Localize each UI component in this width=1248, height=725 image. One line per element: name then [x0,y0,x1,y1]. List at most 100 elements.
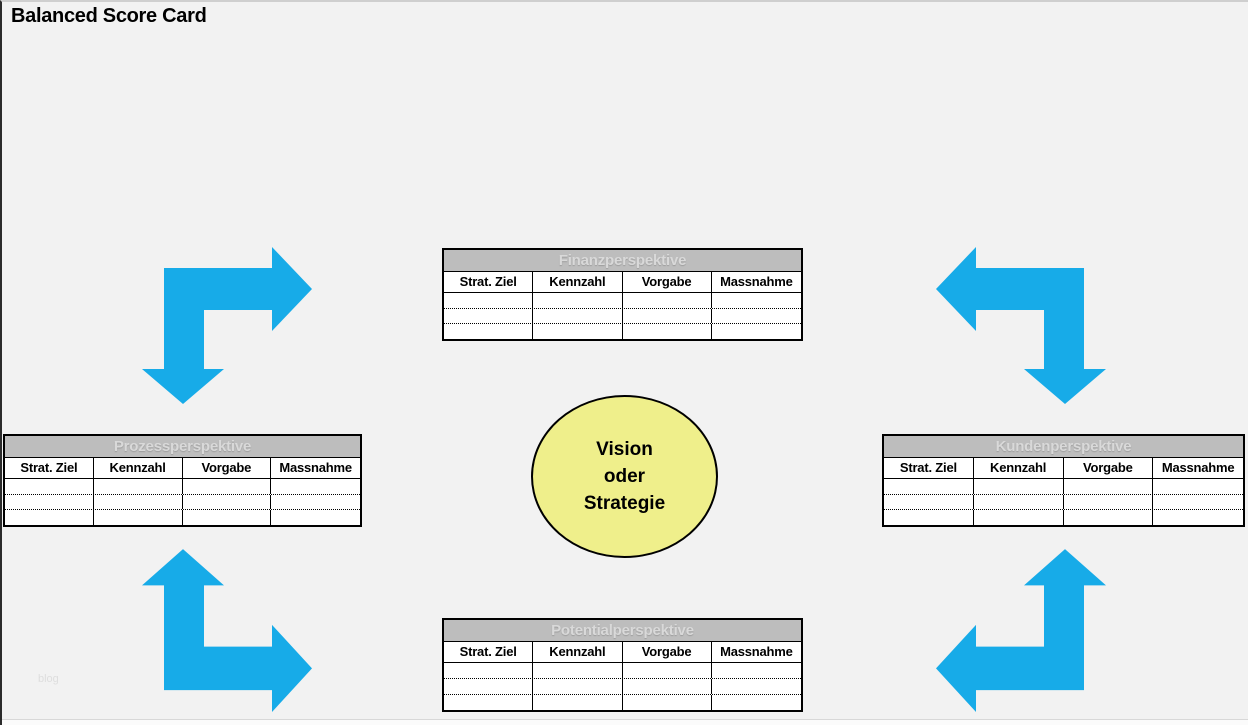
table-title: Kundenperspektive [884,436,1243,458]
column-header-vorgabe: Vorgabe [623,642,712,662]
table-cell [1153,495,1243,510]
column-header-vorgabe: Vorgabe [1064,458,1154,478]
table-title: Potentialperspektive [444,620,801,642]
table-cell [5,479,94,494]
circle-text-line: oder [603,466,646,487]
column-header-strat-ziel: Strat. Ziel [884,458,974,478]
table-finanzperspektive: Finanzperspektive Strat. Ziel Kennzahl V… [442,248,803,341]
column-header-strat-ziel: Strat. Ziel [5,458,94,478]
table-row [884,479,1243,495]
table-cell [533,695,623,710]
table-cell [271,510,360,525]
column-header-strat-ziel: Strat. Ziel [444,642,534,662]
column-header-vorgabe: Vorgabe [623,272,712,292]
bent-arrow-shape [142,549,312,712]
table-cell [712,293,801,308]
table-cell [712,695,801,710]
table-title: Prozessperspektive [5,436,360,458]
column-header-massnahme: Massnahme [720,644,793,659]
table-cell [533,293,623,308]
table-cell [533,308,623,324]
table-cell [444,293,534,308]
table-cell [183,494,272,510]
table-cell [444,679,534,694]
table-cell [271,479,360,494]
bent-arrow-bottom-right-icon [936,549,1106,712]
blog-watermark: blog [38,673,59,685]
page-title: Balanced Score Card [11,5,207,27]
bottom-edge-strip [2,719,1248,725]
table-cell [444,663,534,678]
table-cell [94,510,183,526]
table-header-row: Strat. Ziel Kennzahl Vorgabe Massnahme [884,458,1243,479]
column-header-massnahme: Massnahme [720,274,793,289]
vision-strategy-circle: Vision oder Strategie [531,395,718,558]
table-cell [1064,510,1154,526]
table-header-row: Strat. Ziel Kennzahl Vorgabe Massnahme [5,458,360,479]
table-cell [1153,510,1243,525]
table-cell [183,479,272,494]
table-row [444,679,801,695]
column-header-kennzahl: Kennzahl [974,458,1064,478]
bent-arrow-shape [936,247,1106,404]
table-cell [623,308,712,324]
column-header-massnahme: Massnahme [1161,460,1235,475]
column-header-massnahme: Massnahme [279,460,352,475]
table-cell [884,510,974,526]
table-cell [884,479,974,494]
table-cell [974,479,1064,494]
column-header-kennzahl: Kennzahl [533,272,623,292]
table-cell [533,663,623,678]
table-potentialperspektive: Potentialperspektive Strat. Ziel Kennzah… [442,618,803,712]
table-row [444,308,801,325]
table-row [444,663,801,679]
table-row [5,494,360,511]
table-cell [444,308,534,324]
column-header-vorgabe: Vorgabe [183,458,272,478]
table-header-row: Strat. Ziel Kennzahl Vorgabe Massnahme [444,642,801,663]
table-cell [5,510,94,526]
table-header-row: Strat. Ziel Kennzahl Vorgabe Massnahme [444,272,801,293]
circle-text-line: Vision [596,439,653,460]
table-cell [94,479,183,494]
table-cell [1064,479,1154,494]
table-cell [712,324,801,339]
table-cell [1153,479,1243,494]
table-row [884,510,1243,526]
table-row [5,479,360,495]
table-cell [623,324,712,340]
table-cell [444,695,534,710]
table-cell [712,663,801,678]
table-cell [183,510,272,526]
table-cell [623,663,712,678]
table-row [884,494,1243,511]
bent-arrow-shape [142,247,312,404]
table-cell [444,324,534,340]
table-cell [271,495,360,510]
table-cell [974,494,1064,510]
table-row [444,695,801,710]
bent-arrow-top-left-icon [142,247,312,404]
table-cell [623,293,712,308]
table-cell [623,695,712,710]
table-cell [712,309,801,324]
table-cell [1064,494,1154,510]
table-cell [94,494,183,510]
bent-arrow-shape [936,549,1106,712]
table-row [5,510,360,526]
column-header-strat-ziel: Strat. Ziel [444,272,534,292]
bent-arrow-bottom-left-icon [142,549,312,712]
table-cell [623,679,712,694]
table-kundenperspektive: Kundenperspektive Strat. Ziel Kennzahl V… [882,434,1245,527]
table-cell [712,679,801,694]
bent-arrow-top-right-icon [936,247,1106,404]
column-header-kennzahl: Kennzahl [533,642,623,662]
table-cell [5,494,94,510]
table-prozessperspektive: Prozessperspektive Strat. Ziel Kennzahl … [3,434,362,527]
table-row [444,324,801,340]
table-cell [884,494,974,510]
table-cell [974,510,1064,526]
table-title: Finanzperspektive [444,250,801,272]
table-cell [533,679,623,694]
